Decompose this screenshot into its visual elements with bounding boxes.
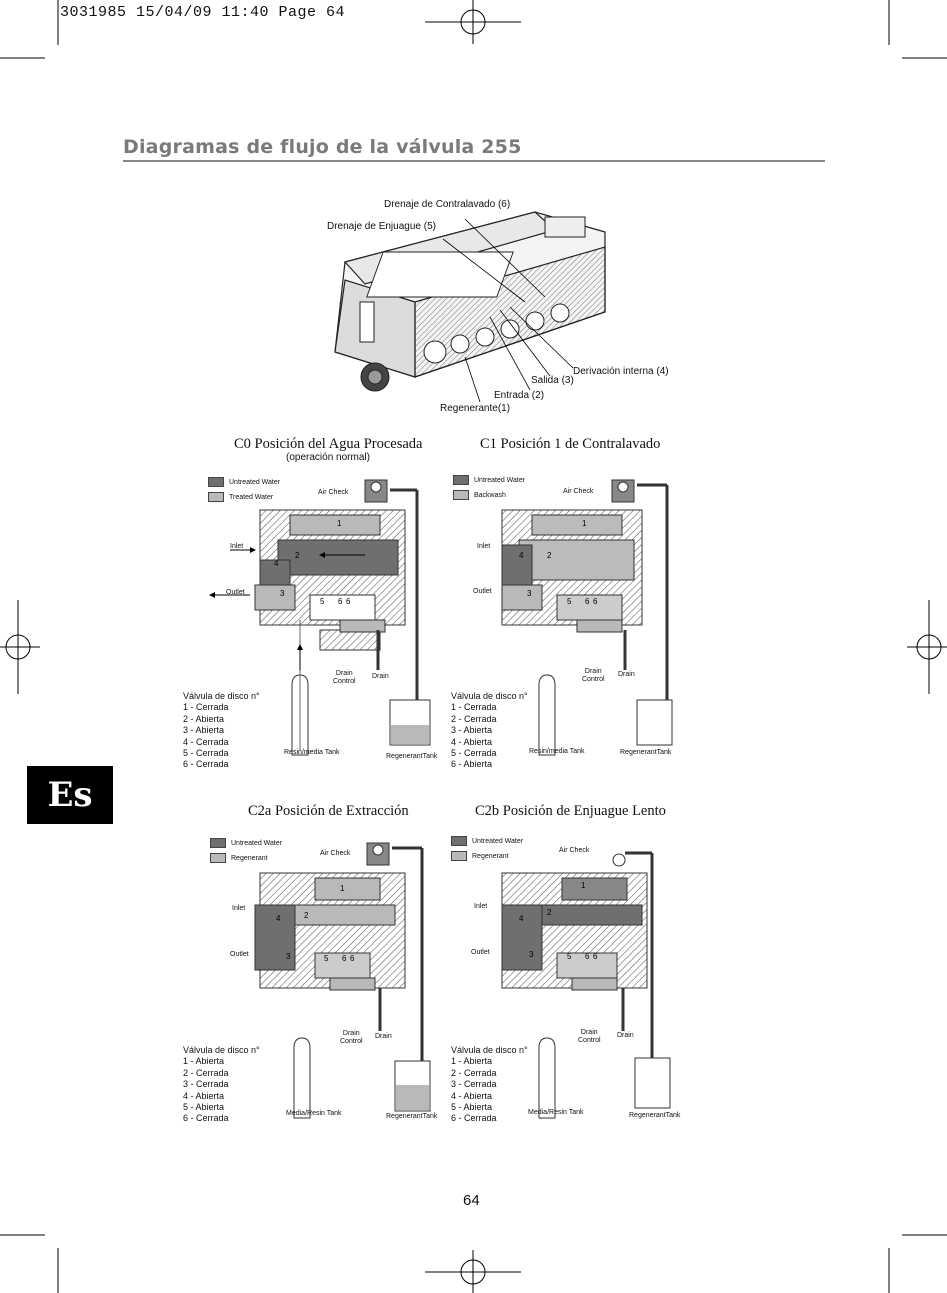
inlet-label: Inlet bbox=[232, 905, 246, 912]
svg-text:6: 6 bbox=[338, 597, 343, 606]
air-check-label: Air Check bbox=[318, 489, 349, 496]
regen-tank-label: RegenerantTank bbox=[386, 753, 438, 760]
diagram-c0-subtitle: (operación normal) bbox=[286, 452, 370, 463]
callout-internal-bypass: Derivación interna (4) bbox=[573, 366, 669, 377]
outlet-label: Outlet bbox=[226, 589, 245, 596]
svg-text:5: 5 bbox=[567, 597, 572, 606]
regen-tank-label: RegenerantTank bbox=[620, 749, 672, 756]
callout-backwash-drain: Drenaje de Contralavado (6) bbox=[384, 199, 511, 210]
svg-text:4: 4 bbox=[274, 559, 279, 568]
svg-text:1: 1 bbox=[337, 519, 342, 528]
svg-text:2: 2 bbox=[295, 551, 300, 560]
svg-text:6: 6 bbox=[585, 597, 590, 606]
air-check-label: Air Check bbox=[563, 488, 594, 495]
svg-text:1: 1 bbox=[581, 881, 586, 890]
svg-text:2: 2 bbox=[547, 908, 552, 917]
diagram-c1-title: C1 Posición 1 de Contralavado bbox=[480, 436, 661, 452]
legend-item: Regenerant bbox=[451, 851, 509, 861]
svg-text:4: 4 bbox=[519, 914, 524, 923]
drain-label: Drain bbox=[618, 671, 635, 678]
svg-text:3: 3 bbox=[527, 589, 532, 598]
svg-text:6: 6 bbox=[585, 952, 590, 961]
regen-tank-label: RegenerantTank bbox=[386, 1113, 438, 1120]
legend-item: Treated Water bbox=[208, 492, 273, 502]
callout-outlet: Salida (3) bbox=[531, 375, 574, 386]
legend-item: Untreated Water bbox=[208, 477, 280, 487]
svg-text:2: 2 bbox=[547, 551, 552, 560]
drain-label: Drain bbox=[375, 1033, 392, 1040]
svg-text:5: 5 bbox=[320, 597, 325, 606]
svg-text:6: 6 bbox=[342, 954, 347, 963]
svg-text:1: 1 bbox=[340, 884, 345, 893]
legend-item: Untreated Water bbox=[210, 838, 282, 848]
callout-inlet: Entrada (2) bbox=[494, 390, 545, 401]
drain-label: Drain bbox=[372, 673, 389, 680]
tank-label: Media/Resin Tank bbox=[286, 1110, 342, 1117]
svg-text:3: 3 bbox=[280, 589, 285, 598]
legend-item: Untreated Water bbox=[451, 836, 523, 846]
language-tab: Es bbox=[27, 766, 113, 824]
svg-text:2: 2 bbox=[304, 911, 309, 920]
tank-label: Resin/media Tank bbox=[284, 749, 340, 756]
svg-text:4: 4 bbox=[519, 551, 524, 560]
print-slug: 3031985 15/04/09 11:40 Page 64 bbox=[60, 4, 346, 21]
outlet-label: Outlet bbox=[230, 951, 249, 958]
outlet-label: Outlet bbox=[471, 949, 490, 956]
legend-item: Untreated Water bbox=[453, 475, 525, 485]
air-check-label: Air Check bbox=[320, 850, 351, 857]
page-number: 64 bbox=[463, 1192, 480, 1209]
svg-text:6: 6 bbox=[593, 952, 598, 961]
drain-label: Drain bbox=[617, 1032, 634, 1039]
diagram-c2b-title: C2b Posición de Enjuague Lento bbox=[475, 803, 666, 819]
svg-text:4: 4 bbox=[276, 914, 281, 923]
page-title: Diagramas de flujo de la válvula 255 bbox=[123, 136, 522, 158]
tank-label: Resin/media Tank bbox=[529, 748, 585, 755]
svg-text:5: 5 bbox=[567, 952, 572, 961]
regen-tank-label: RegenerantTank bbox=[629, 1112, 681, 1119]
air-check-label: Air Check bbox=[559, 847, 590, 854]
inlet-label: Inlet bbox=[230, 543, 244, 550]
callout-regenerant: Regenerante(1) bbox=[440, 403, 511, 414]
tank-label: Media/Resin Tank bbox=[528, 1109, 584, 1116]
inlet-label: Inlet bbox=[474, 903, 488, 910]
title-rule bbox=[123, 160, 825, 162]
svg-text:3: 3 bbox=[529, 950, 534, 959]
legend-item: Backwash bbox=[453, 490, 506, 500]
svg-text:6: 6 bbox=[593, 597, 598, 606]
svg-text:6: 6 bbox=[346, 597, 351, 606]
inlet-label: Inlet bbox=[477, 543, 491, 550]
diagram-c0-title: C0 Posición del Agua Procesada bbox=[234, 436, 423, 452]
svg-text:5: 5 bbox=[324, 954, 329, 963]
valve-illustration bbox=[334, 211, 606, 403]
svg-text:6: 6 bbox=[350, 954, 355, 963]
callout-rinse-drain: Drenaje de Enjuague (5) bbox=[327, 221, 436, 232]
legend-item: Regenerant bbox=[210, 853, 268, 863]
diagram-c2a-title: C2a Posición de Extracción bbox=[248, 803, 409, 819]
svg-text:1: 1 bbox=[582, 519, 587, 528]
outlet-label: Outlet bbox=[473, 588, 492, 595]
svg-text:3: 3 bbox=[286, 952, 291, 961]
